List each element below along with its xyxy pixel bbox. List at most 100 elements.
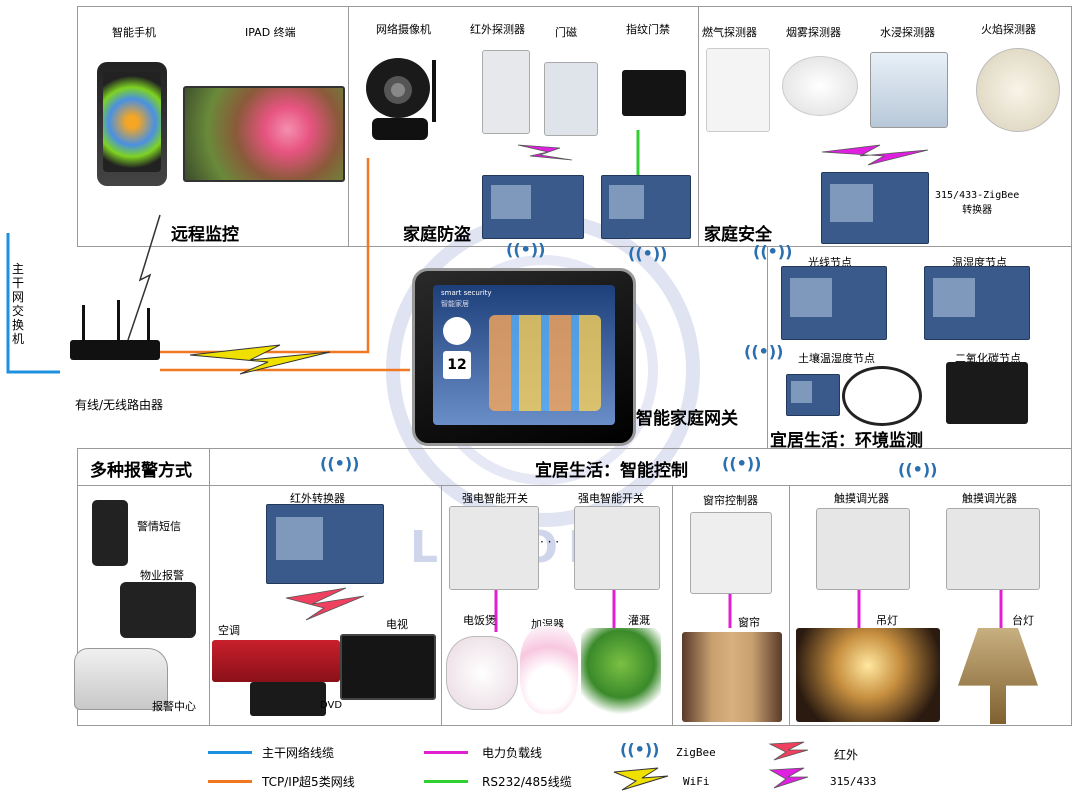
alarm-title: 多种报警方式 — [90, 461, 192, 481]
dvd-image — [250, 682, 326, 716]
soil-probe-cable — [842, 366, 922, 426]
gas-detector-image — [706, 48, 770, 132]
dimmer1-label: 触摸调光器 — [834, 492, 889, 505]
temp-node-image — [924, 266, 1030, 340]
legend-tcp-label: TCP/IP超5类网线 — [262, 775, 355, 789]
home-security-title: 家庭防盗 — [403, 225, 471, 245]
ac-label: 空调 — [218, 624, 240, 637]
mobile-phone-image — [92, 500, 128, 566]
air-conditioner-image — [212, 640, 340, 682]
zigbee-icon: ((•)) — [898, 460, 938, 479]
legend-trunk-label: 主干网络线缆 — [262, 746, 335, 760]
dvd-label: DVD — [320, 700, 343, 711]
fingerprint-reader-image — [622, 70, 686, 116]
router-image — [62, 300, 162, 370]
curtain-label: 窗帘 — [738, 616, 760, 629]
legend-rs-label: RS232/485线缆 — [482, 775, 572, 789]
ipad-image — [183, 86, 345, 182]
fire-detector-image — [976, 48, 1060, 132]
smoke-detector-label: 烟雾探测器 — [786, 26, 841, 39]
more-dots: · · · — [540, 535, 560, 549]
water-detector-image — [870, 52, 948, 128]
desk-phone-image — [120, 582, 196, 638]
light-node-label: 光线节点 — [808, 256, 852, 269]
pir-label: 红外探测器 — [470, 23, 525, 36]
legend-rs-line — [424, 780, 468, 783]
control-title: 宜居生活：智能控制 — [535, 461, 688, 481]
legend-power-label: 电力负载线 — [482, 746, 543, 760]
rice-cooker-label: 电饭煲 — [463, 614, 496, 627]
soil-node-image — [786, 374, 840, 416]
zigbee-icon: ((•)) — [506, 240, 546, 259]
co2-node-label: 二氧化碳节点 — [955, 352, 1021, 365]
ipad-label: IPAD 终端 — [245, 26, 296, 39]
legend-wifi-icon — [613, 767, 669, 791]
smart-gateway-device: smart security 智能家居 12 — [412, 268, 636, 446]
dimmer-subpanel — [789, 485, 1072, 726]
zigbee-icon: ((•)) — [628, 244, 668, 263]
door-sensor-label: 门磁 — [555, 26, 577, 39]
trunk-switch-label: 主干网交换机 — [12, 262, 25, 346]
gateway-screen-title: smart security — [441, 289, 492, 297]
zigbee-icon: ((•)) — [753, 242, 793, 261]
legend-rf-label: 315/433 — [830, 775, 877, 788]
chandelier-image — [796, 628, 940, 722]
smartphone-image — [97, 62, 167, 186]
temp-node-label: 温湿度节点 — [952, 256, 1007, 269]
env-monitor-title: 宜居生活：环境监测 — [770, 431, 923, 451]
fire-detector-label: 火焰探测器 — [981, 23, 1036, 36]
calendar-day: 12 — [447, 357, 467, 373]
police-car-image — [74, 648, 168, 710]
switch1-label: 强电智能开关 — [462, 492, 528, 505]
legend-trunk-line — [208, 751, 252, 754]
camera-label: 网络摄像机 — [376, 23, 431, 36]
gateway-title: 智能家庭网关 — [636, 409, 738, 429]
dimmer2-label: 触摸调光器 — [962, 492, 1017, 505]
sms-alert-label: 警情短信 — [137, 520, 181, 533]
ir-converter-image — [266, 504, 384, 584]
chandelier-label: 吊灯 — [876, 614, 898, 627]
curtain-image — [682, 632, 782, 722]
plant-image — [581, 628, 661, 718]
rf-converter-label: 315/433-ZigBee 转换器 — [935, 190, 1020, 216]
power-switch-2-image — [574, 506, 660, 590]
router-label: 有线/无线路由器 — [75, 398, 164, 412]
alarm-center-label: 报警中心 — [152, 700, 196, 713]
property-alarm-label: 物业报警 — [140, 569, 184, 582]
gateway-screen-sub: 智能家居 — [441, 300, 469, 308]
legend-zigbee-label: ZigBee — [676, 746, 716, 759]
remote-monitor-title: 远程监控 — [171, 225, 239, 245]
ip-camera-image — [360, 48, 442, 144]
zigbee-icon: ((•)) — [744, 342, 784, 361]
tv-label: 电视 — [386, 618, 408, 631]
dimmer-1-image — [816, 508, 910, 590]
rf-zigbee-converter-image — [821, 172, 929, 244]
legend-zigbee-icon: ((•)) — [620, 740, 660, 759]
pir-detector-image — [482, 50, 530, 134]
phone-label: 智能手机 — [112, 26, 156, 39]
power-switch-1-image — [449, 506, 539, 590]
water-detector-label: 水浸探测器 — [880, 26, 935, 39]
dimmer-2-image — [946, 508, 1040, 590]
zigbee-icon: ((•)) — [722, 454, 762, 473]
legend-rf-icon — [768, 767, 809, 789]
smoke-detector-image — [782, 56, 858, 116]
legend-tcp-line — [208, 780, 252, 783]
security-zigbee-board-2 — [601, 175, 691, 239]
legend-ir-icon — [768, 741, 809, 761]
gas-detector-label: 燃气探测器 — [702, 26, 757, 39]
humidifier-image — [520, 626, 578, 714]
rice-cooker-image — [446, 636, 518, 710]
light-node-image — [781, 266, 887, 340]
zigbee-icon: ((•)) — [320, 454, 360, 473]
fingerprint-label: 指纹门禁 — [626, 23, 670, 36]
co2-node-image — [946, 362, 1028, 424]
switch2-label: 强电智能开关 — [578, 492, 644, 505]
legend-power-line — [424, 751, 468, 754]
legend-wifi-label: WiFi — [683, 775, 710, 788]
door-sensor-image — [544, 62, 598, 136]
irrigation-label: 灌溉 — [628, 614, 650, 627]
app-grid-icon — [489, 315, 601, 411]
curtain-controller-image — [690, 512, 772, 594]
